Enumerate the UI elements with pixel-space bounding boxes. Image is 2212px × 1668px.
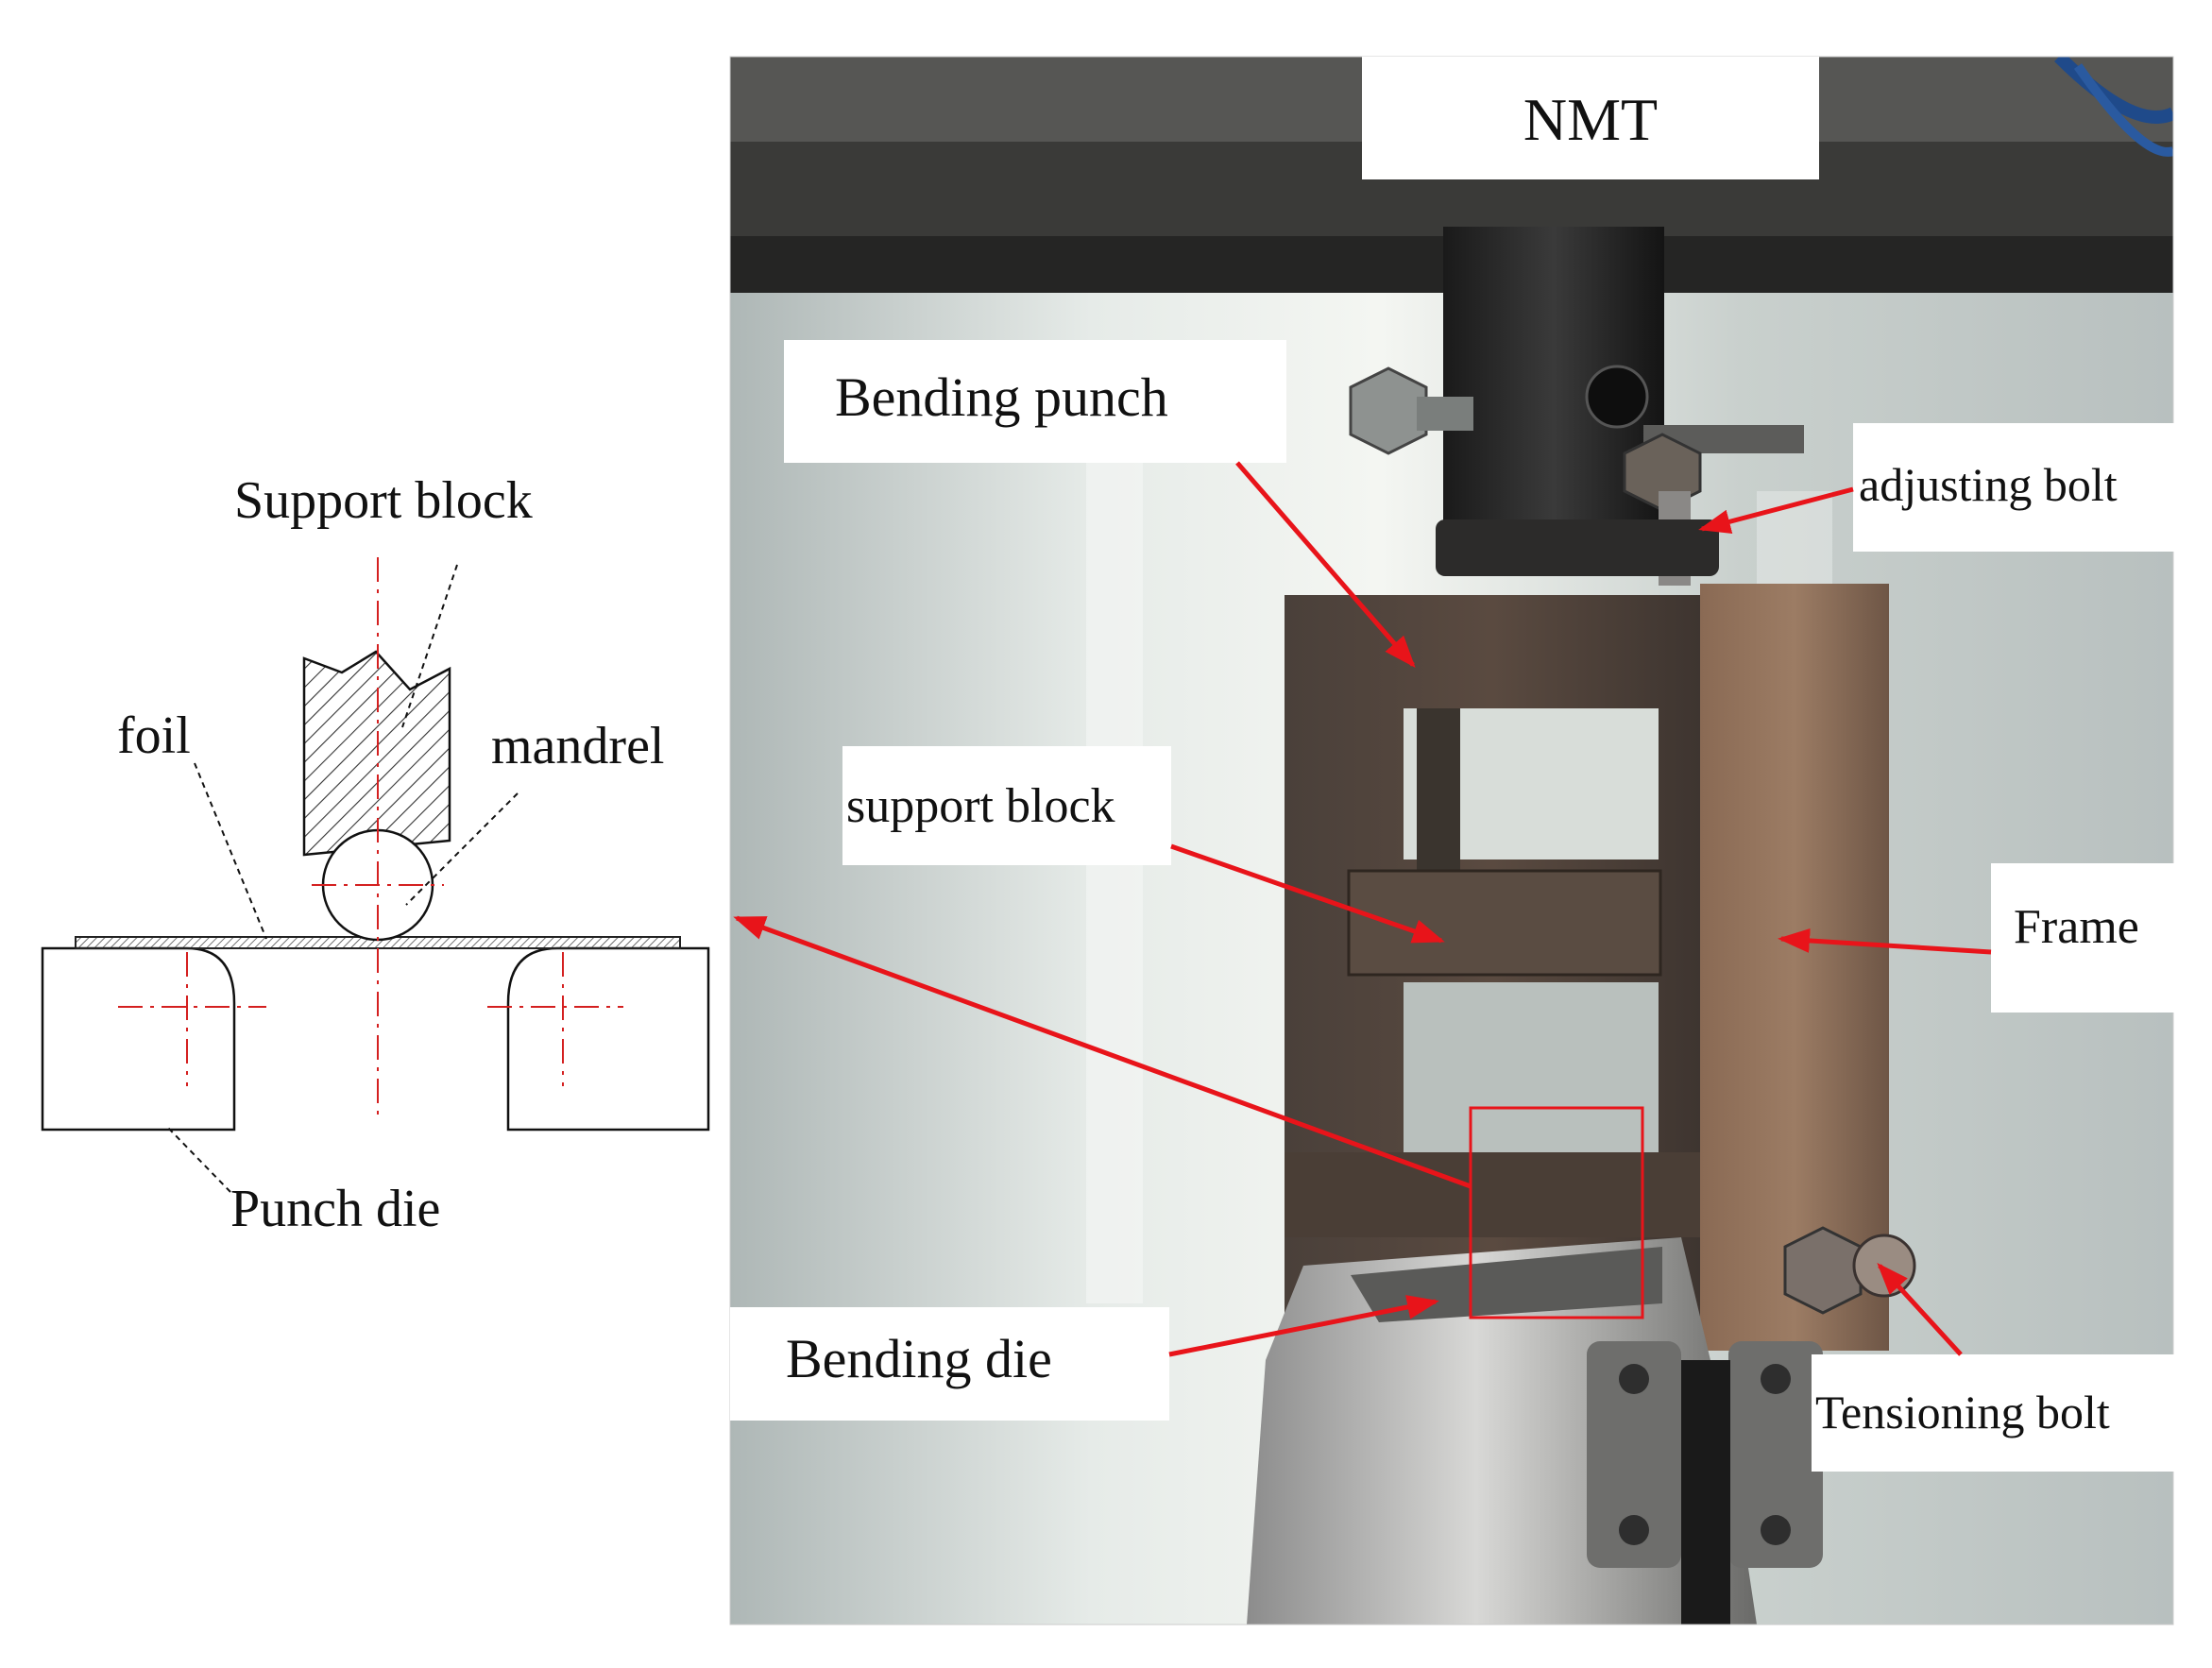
label-tensioning-bolt: Tensioning bolt <box>1815 1386 2110 1438</box>
punch-die-right <box>506 946 710 1132</box>
photo: NMT Bending punch adjusting bolt support… <box>729 56 2174 1625</box>
photo-title: NMT <box>1523 86 1658 153</box>
label-support-block-photo: support block <box>846 779 1115 833</box>
arrow-frame <box>1778 928 1992 955</box>
label-bending-punch: Bending punch <box>835 366 1168 428</box>
schematic-leaders <box>165 564 519 1193</box>
label-mandrel: mandrel <box>491 717 664 775</box>
label-adjusting-bolt: adjusting bolt <box>1859 458 2118 511</box>
title-box <box>1362 57 1819 179</box>
schematic: Support block foil mandrel Punch die <box>41 471 710 1238</box>
centerlines <box>118 557 623 1120</box>
arrow-bending-die <box>1168 1295 1439 1357</box>
label-foil: foil <box>117 706 191 765</box>
photo-arrows <box>733 461 1992 1357</box>
punch-die-left <box>41 946 236 1132</box>
arrow-adjusting-bolt <box>1698 486 1854 534</box>
arrow-support-block <box>1170 843 1445 944</box>
label-frame: Frame <box>2014 900 2139 954</box>
label-punch-die: Punch die <box>230 1180 440 1238</box>
arrow-tensioning-bolt <box>1877 1263 1963 1356</box>
label-bending-die: Bending die <box>786 1328 1052 1389</box>
arrow-to-schematic <box>733 915 1472 1189</box>
highlight-box <box>1469 1106 1644 1319</box>
arrow-bending-punch <box>1235 461 1416 669</box>
label-support-block: Support block <box>234 471 533 530</box>
